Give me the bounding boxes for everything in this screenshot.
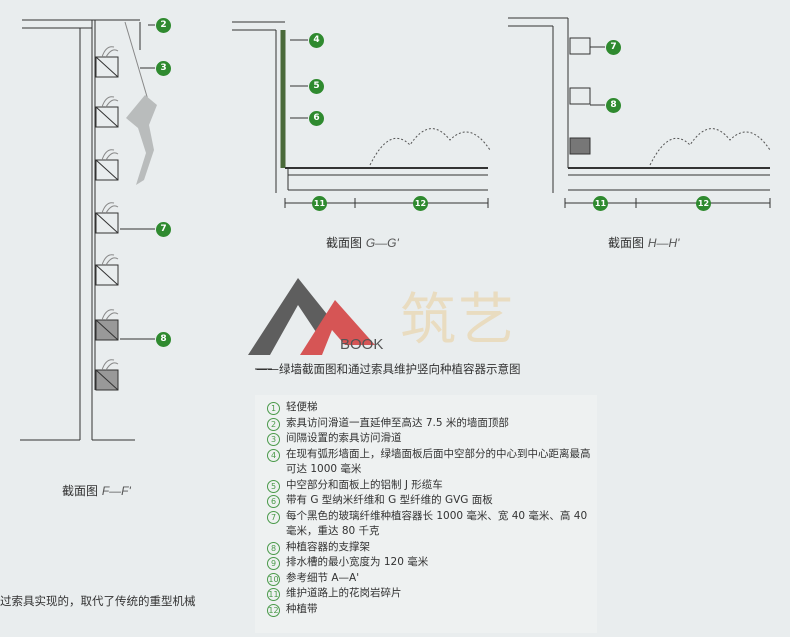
watermark-logo <box>248 278 375 355</box>
legend-number: 8 <box>267 541 280 555</box>
callout-7: 7 <box>606 40 621 55</box>
legend: 1 轻便梯 2 索具访问滑道一直延伸至高达 7.5 米的墙面顶部 3 间隔设置的索具访问滑… <box>255 395 597 633</box>
dim-12: 12 <box>696 196 711 211</box>
planter <box>95 212 119 234</box>
legend-item: 1 轻便梯 <box>267 400 597 416</box>
planter <box>95 56 119 78</box>
callout-3: 3 <box>156 61 171 76</box>
caption-prefix: 截面图 <box>608 236 645 250</box>
watermark-chinese: 筑艺 <box>400 288 516 353</box>
legend-number: 5 <box>267 479 280 493</box>
legend-text: 带有 G 型纳米纤维和 G 型纤维的 GVG 面板 <box>286 494 493 506</box>
legend-number: 1 <box>267 402 280 415</box>
legend-number: 11 <box>267 588 280 601</box>
callout-6: 6 <box>309 111 324 126</box>
plant <box>101 202 119 214</box>
plant <box>101 46 119 58</box>
legend-text: 维护道路上的花岗岩碎片 <box>286 587 402 599</box>
dim-12: 12 <box>413 196 428 211</box>
legend-text: 中空部分和面板上的铝制 J 形缆车 <box>286 478 443 491</box>
legend-number: 2 <box>267 417 280 431</box>
legend-item: 7 每个黑色的玻璃纤维种植容器长 1000 毫米、宽 40 毫米、高 40 毫米，… <box>267 509 597 540</box>
callout-5: 5 <box>309 79 324 94</box>
legend-text: 轻便梯 <box>286 401 318 413</box>
legend-item: 4 在现有弧形墙面上，绿墙面板后面中空部分的中心到中心距离最高可达 1000 毫米 <box>267 447 597 478</box>
plant <box>101 96 119 108</box>
legend-text: 每个黑色的玻璃纤维种植容器长 1000 毫米、宽 40 毫米、高 40 毫米，重… <box>286 509 588 538</box>
legend-number: 12 <box>267 603 280 617</box>
caption-prefix: 截面图 <box>62 484 99 498</box>
section-gg-drawing <box>232 21 491 208</box>
legend-text: 参考细节 A—A' <box>286 571 360 584</box>
legend-number: 7 <box>267 510 280 524</box>
section-hh-drawing <box>508 17 771 208</box>
section-mark: G—G' <box>365 236 399 250</box>
plant <box>101 359 119 371</box>
caption-prefix: 截面图 <box>326 236 363 250</box>
dim-11: 11 <box>312 196 327 211</box>
caption-ff: 截面图 F—F' <box>62 482 131 499</box>
legend-text: 排水槽的最小宽度为 120 毫米 <box>286 556 429 568</box>
dim-11: 11 <box>593 196 608 211</box>
legend-number: 6 <box>267 495 280 508</box>
planter <box>95 264 119 286</box>
legend-item: 11 维护道路上的花岗岩碎片 <box>267 586 597 602</box>
legend-item: 2 索具访问滑道一直延伸至高达 7.5 米的墙面顶部 <box>267 416 597 432</box>
legend-item: 3 间隔设置的索具访问滑道 <box>267 431 597 447</box>
section-mark: F—F' <box>101 484 131 498</box>
section-mark: H—H' <box>647 236 680 250</box>
legend-text: 在现有弧形墙面上，绿墙面板后面中空部分的中心到中心距离最高可达 1000 毫米 <box>286 447 591 476</box>
plant <box>101 309 119 321</box>
legend-text: 间隔设置的索具访问滑道 <box>286 432 402 444</box>
legend-number: 9 <box>267 557 280 570</box>
planter <box>95 106 119 128</box>
body-text: 过索具实现的，取代了传统的重型机械 <box>0 594 196 608</box>
figure-caption: ——绿墙截面图和通过索具维护竖向种植容器示意图 <box>256 362 521 376</box>
watermark-book: BOOK <box>340 336 384 353</box>
legend-text: 种植容器的支撑架 <box>286 540 370 553</box>
legend-item: 12 种植带 <box>267 602 597 618</box>
caption-hh: 截面图 H—H' <box>608 234 679 251</box>
section-ff-drawing <box>20 19 157 441</box>
legend-item: 10 参考细节 A—A' <box>267 571 597 587</box>
legend-number: 4 <box>267 448 280 462</box>
legend-number: 10 <box>267 572 280 586</box>
legend-item: 5 中空部分和面板上的铝制 J 形缆车 <box>267 478 597 494</box>
legend-text: 种植带 <box>286 602 318 615</box>
legend-item: 6 带有 G 型纳米纤维和 G 型纤维的 GVG 面板 <box>267 493 597 509</box>
planter <box>95 159 119 181</box>
legend-text: 索具访问滑道一直延伸至高达 7.5 米的墙面顶部 <box>286 416 509 429</box>
legend-item: 9 排水槽的最小宽度为 120 毫米 <box>267 555 597 571</box>
climber-silhouette <box>126 95 157 185</box>
plant <box>101 254 119 266</box>
legend-item: 8 种植容器的支撑架 <box>267 540 597 556</box>
callout-4: 4 <box>309 33 324 48</box>
caption-gg: 截面图 G—G' <box>326 234 399 251</box>
callout-2: 2 <box>156 18 171 33</box>
callout-8: 8 <box>156 332 171 347</box>
legend-number: 3 <box>267 433 280 446</box>
callout-7: 7 <box>156 222 171 237</box>
plant <box>101 149 119 161</box>
callout-8: 8 <box>606 98 621 113</box>
